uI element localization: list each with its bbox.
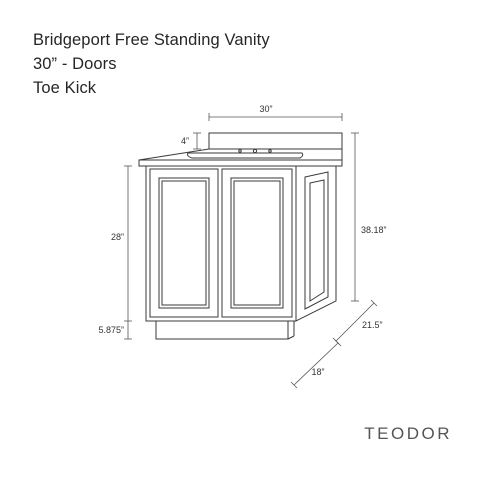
- door-depth-label: 18”: [311, 367, 324, 377]
- side-panel-inset: [309, 179, 325, 302]
- cabinet-side: [295, 165, 337, 322]
- cabinet-height-label: 28”: [111, 232, 124, 242]
- total-height-label: 38.18”: [361, 225, 387, 235]
- product-title-line: Bridgeport Free Standing Vanity: [33, 31, 270, 49]
- toe-kick: [155, 320, 289, 340]
- right-door: [221, 168, 293, 318]
- right-door-panel: [230, 177, 284, 309]
- depth-label: 21.5”: [362, 320, 383, 330]
- sink-outline: [187, 152, 304, 159]
- faucet: [252, 148, 258, 154]
- depth-dim-line: [335, 302, 375, 342]
- countertop-front: [138, 159, 343, 167]
- product-size-line: 30” - Doors: [33, 55, 117, 73]
- faucet-handle-right: [268, 149, 272, 153]
- door-depth-dim-line: [293, 342, 339, 386]
- toe-kick-side: [287, 335, 295, 340]
- left-door: [149, 168, 219, 318]
- left-door-inset: [161, 180, 207, 306]
- cabinet-front: [145, 165, 297, 322]
- backsplash: [208, 132, 343, 150]
- toe-kick-label: 5.875”: [98, 325, 124, 335]
- backsplash-label: 4”: [181, 136, 189, 146]
- side-panel-frame: [304, 171, 329, 310]
- product-style-line: Toe Kick: [33, 79, 97, 97]
- left-door-panel: [158, 177, 210, 309]
- faucet-handle-left: [238, 149, 242, 153]
- right-door-inset: [233, 180, 281, 306]
- width-label: 30”: [259, 104, 272, 114]
- brand-logo: TEODOR: [364, 424, 452, 443]
- product-title: Bridgeport Free Standing Vanity 30” - Do…: [33, 28, 270, 100]
